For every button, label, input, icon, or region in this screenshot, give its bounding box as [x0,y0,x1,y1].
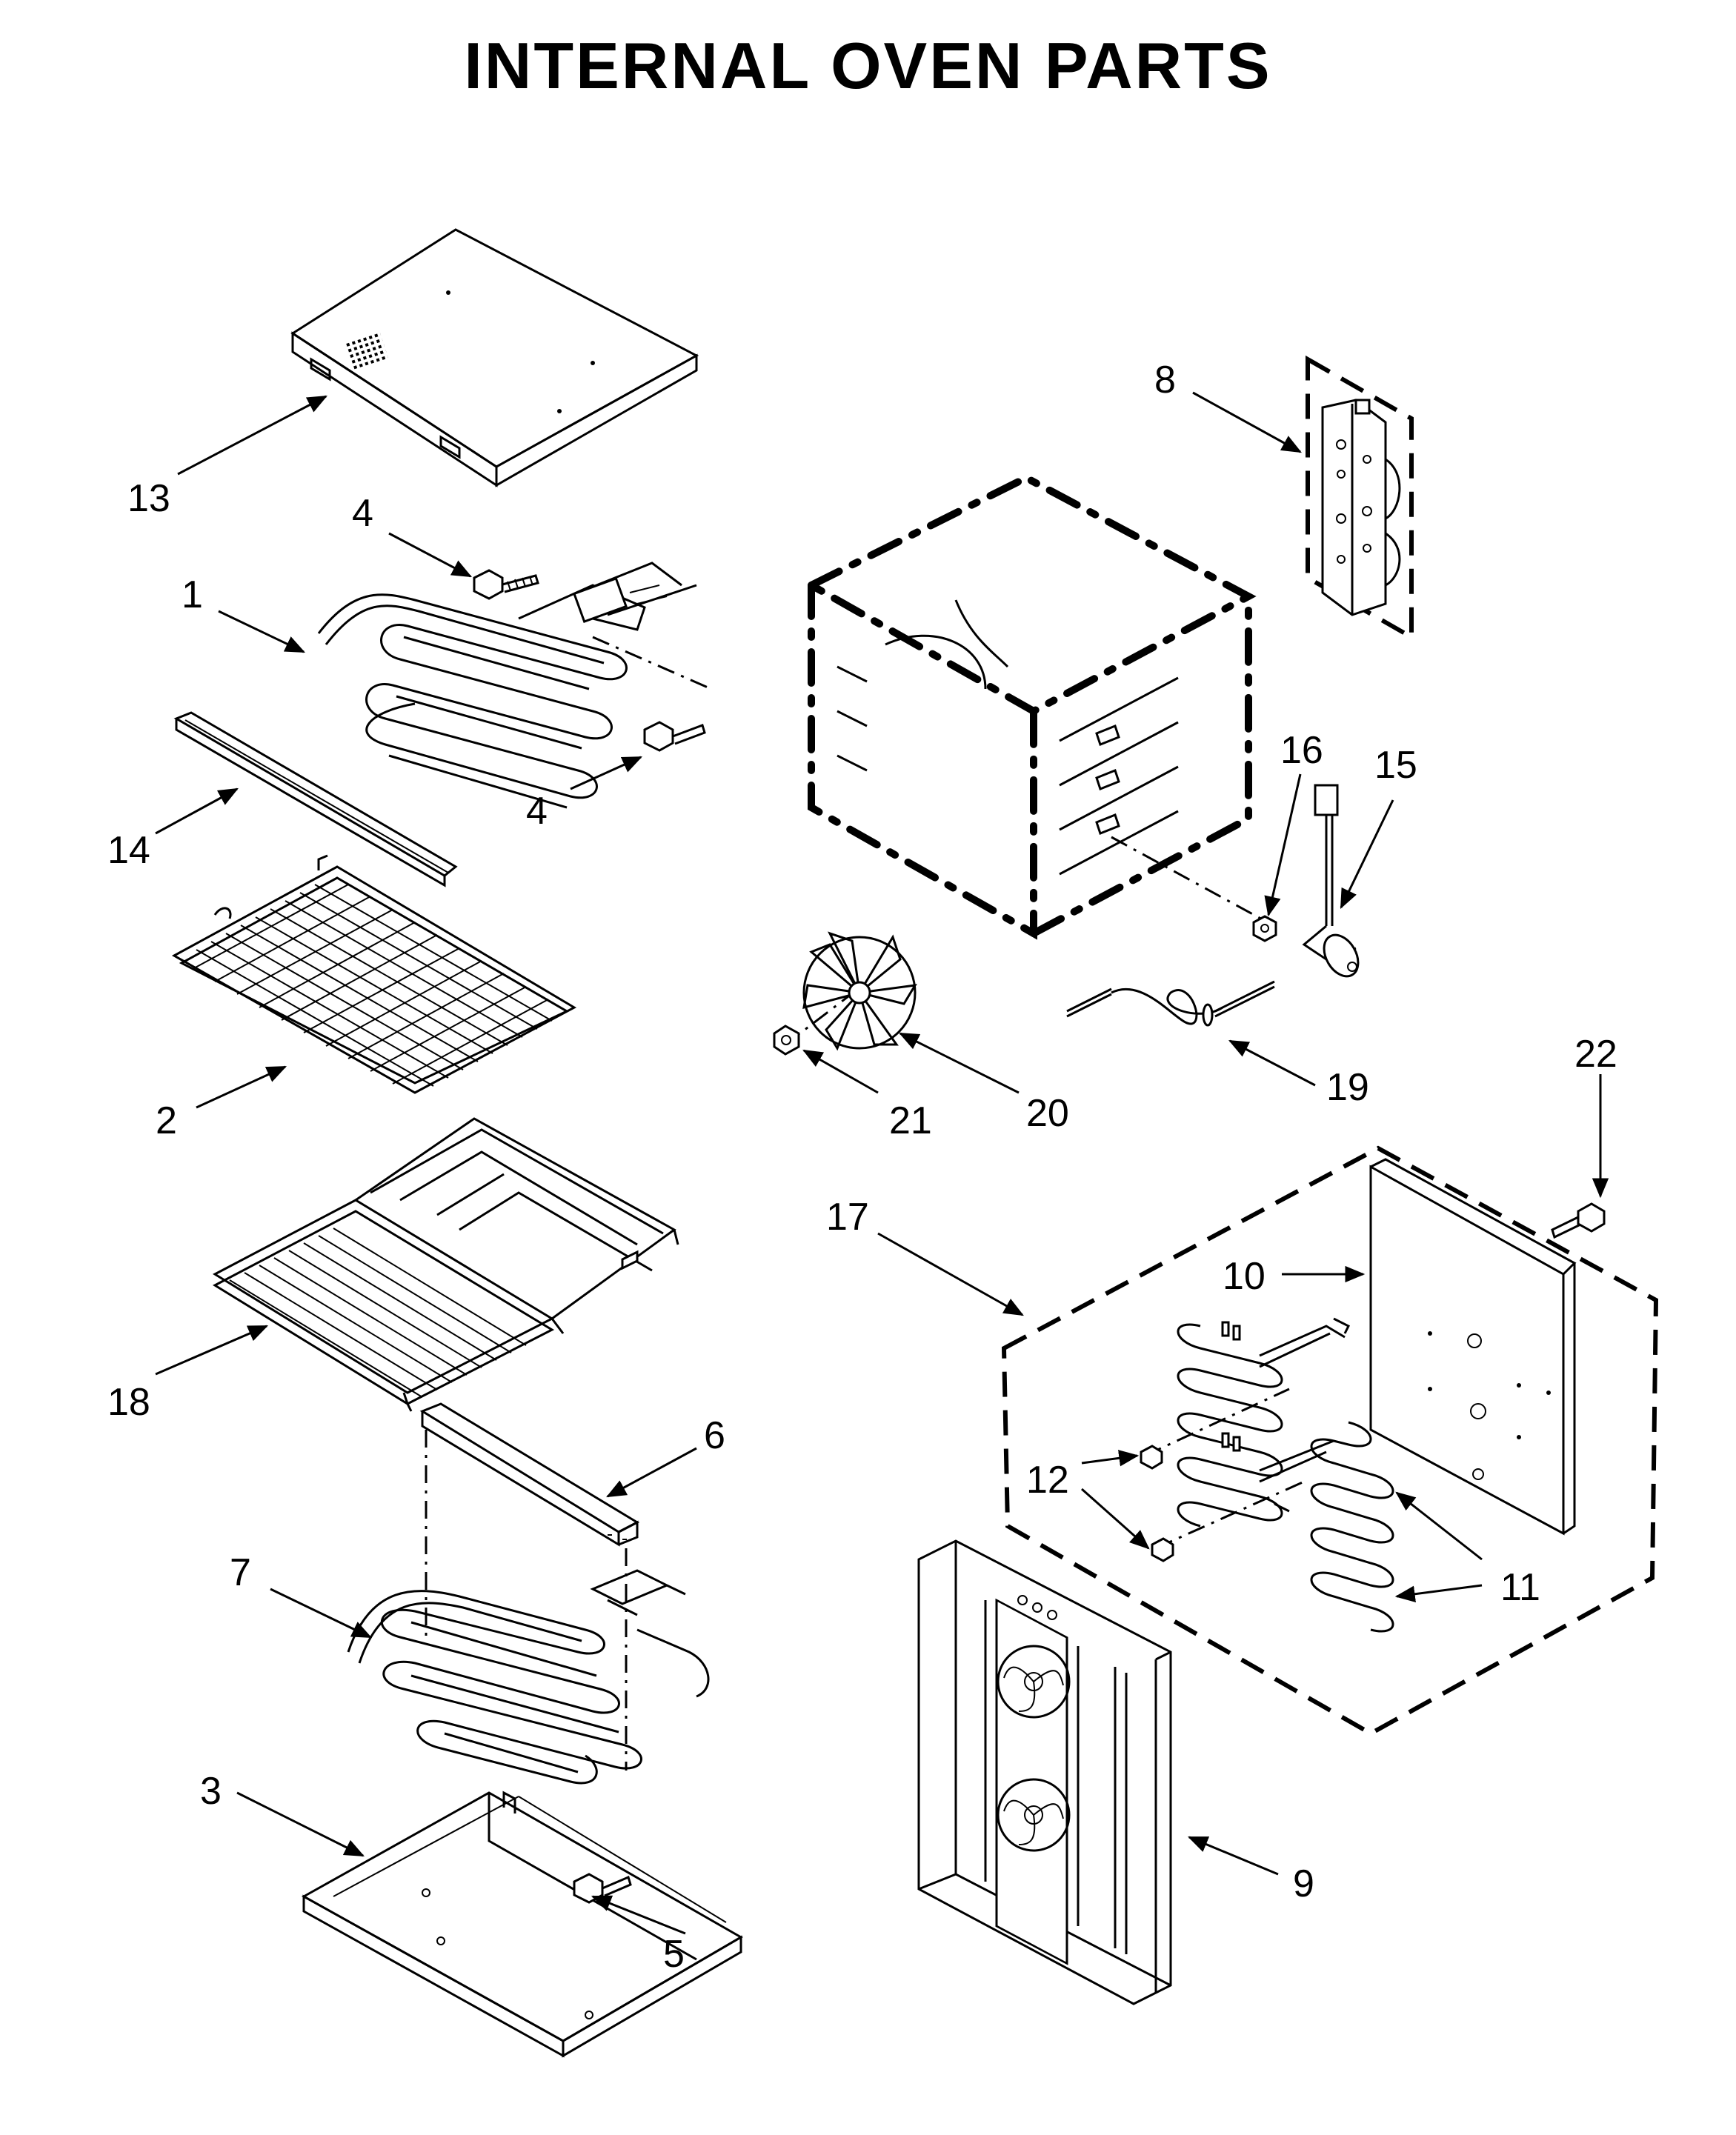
part-18-rollout-rack [212,1117,679,1412]
part-3-bottom-panel [301,1791,743,2058]
part-2-oven-rack [171,854,577,1094]
part-6-bracket [419,1402,640,1547]
callout-2: 2 [156,1099,177,1142]
part-15-sensor-harness [1302,784,1360,978]
part-10-back-plate [1369,1158,1577,1536]
callout-18: 18 [107,1381,150,1424]
part-8-side-plate [1306,355,1414,642]
callout-22: 22 [1574,1033,1617,1076]
part-14-trim-strip [173,711,458,887]
oven-cavity-outline [803,473,1275,940]
part-1-bake-element-upper [317,562,712,809]
part-4-screw-lower [643,721,706,752]
callout-6: 6 [704,1414,725,1457]
callout-15: 15 [1374,744,1417,787]
part-13-top-panel [290,228,699,487]
page-title: INTERNAL OVEN PARTS [464,29,1272,102]
part-21-nut [773,1025,800,1056]
callout-5: 5 [663,1933,685,1976]
callout-14: 14 [107,829,150,872]
callout-8: 8 [1154,359,1176,402]
callout-4-upper: 4 [352,492,373,535]
part-5-screw [573,1873,632,1904]
callout-21: 21 [889,1099,932,1142]
part-19-temperature-sensor [1066,980,1275,1027]
leader-arrows [155,391,1609,1935]
part-9-fan-housing [917,1539,1172,2005]
callout-12: 12 [1026,1459,1069,1502]
part-20-fan-blade [785,931,917,1051]
callout-11: 11 [1500,1566,1540,1609]
callout-1: 1 [182,573,203,616]
callout-3: 3 [200,1770,222,1813]
callout-20: 20 [1026,1092,1069,1135]
callout-7: 7 [230,1551,251,1594]
part-11-convection-elements [1144,1317,1394,1633]
callout-17: 17 [826,1196,869,1239]
part-7-bake-element-lower [347,1430,710,1785]
part-16-nut [1252,915,1277,942]
part-22-screw [1551,1202,1606,1239]
part-12-screws [1140,1445,1174,1562]
callout-9: 9 [1293,1862,1314,1905]
part-17-convection-element-kit [1001,1145,1659,1736]
callout-13: 13 [127,477,170,520]
part-4-screw-upper [473,569,539,600]
callout-10: 10 [1223,1255,1266,1298]
callout-19: 19 [1326,1066,1369,1109]
callout-16: 16 [1280,729,1323,772]
callout-4-lower: 4 [526,790,548,833]
callout-labels: 13 4 1 4 14 2 18 6 7 3 5 8 16 15 20 21 1… [107,359,1617,1976]
